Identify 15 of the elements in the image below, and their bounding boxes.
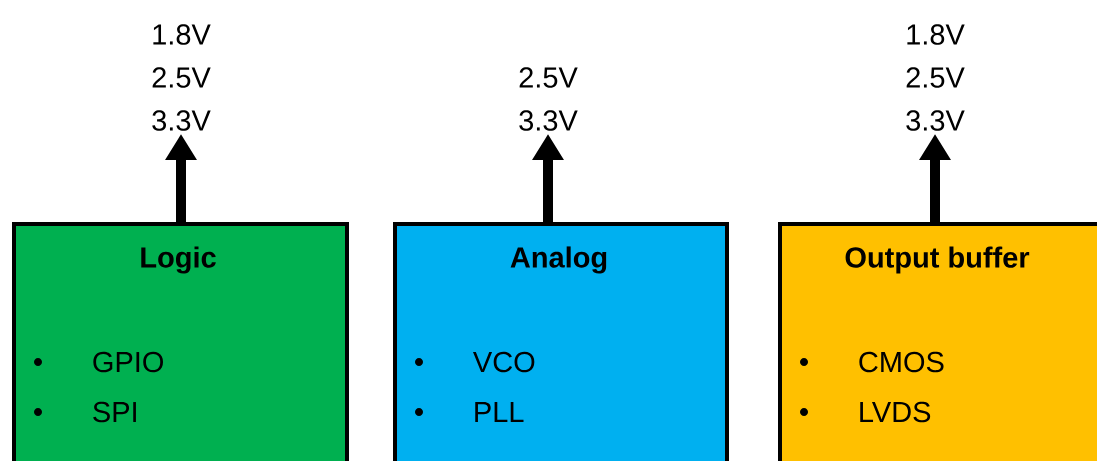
list-item: PLL — [415, 402, 524, 422]
list-item: LVDS — [800, 401, 931, 423]
heading: Logic — [141, 246, 216, 274]
block-box — [778, 222, 1097, 461]
list-item: GPIO — [34, 351, 163, 373]
voltage-text: 2.5V 3.3V — [519, 67, 578, 131]
block-box — [12, 222, 349, 461]
heading: Output buffer — [845, 246, 1030, 274]
block-box — [393, 222, 729, 461]
list-item: VCO — [415, 351, 535, 373]
voltage-text: 1.8V 2.5V 3.3V — [152, 24, 211, 131]
list-item: CMOS — [800, 351, 944, 373]
list-item: SPI — [34, 401, 136, 423]
voltage-text: 1.8V 2.5V 3.3V — [906, 24, 965, 131]
heading: Analog — [510, 246, 607, 274]
